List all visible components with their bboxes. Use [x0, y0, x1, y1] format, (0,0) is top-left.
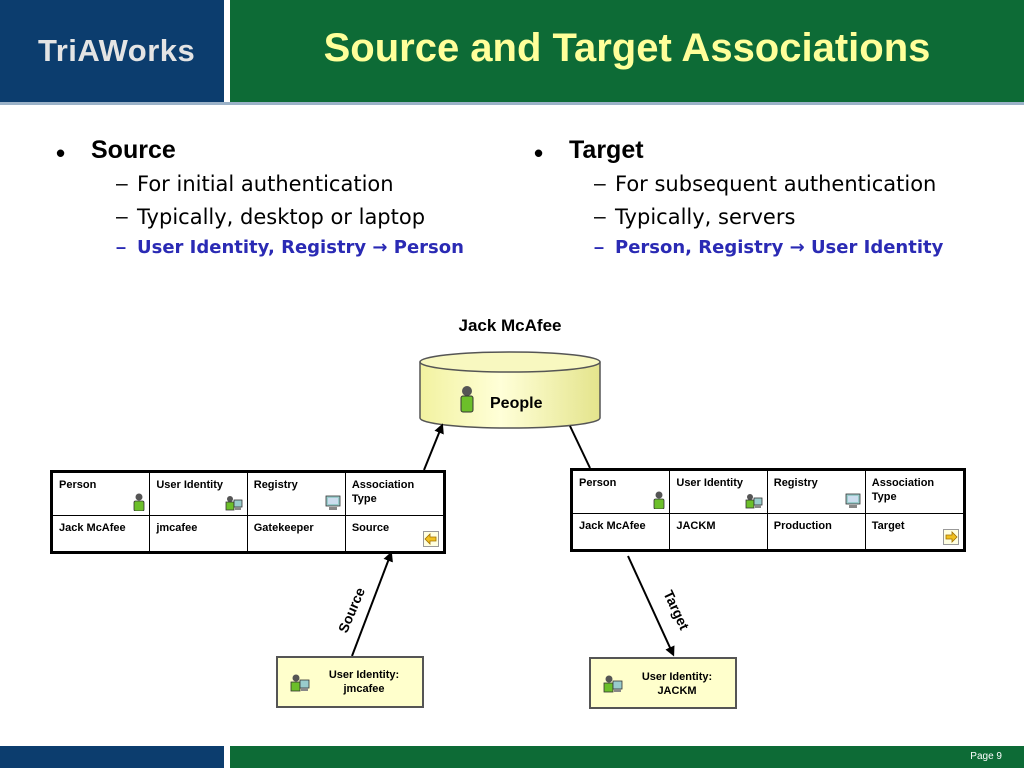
table-cell: Person	[570, 469, 671, 514]
table-cell: Registry	[766, 469, 866, 514]
table-cell: Source	[344, 515, 446, 553]
header-user-identity: User Identity	[156, 479, 223, 491]
cell-user-identity: JACKM	[669, 513, 768, 551]
source-edge	[351, 551, 393, 657]
footer-divider	[224, 746, 230, 768]
target-association-table: Person User Identity Registry Associatio…	[570, 468, 966, 552]
dash-marker: –	[116, 172, 128, 195]
person-icon	[460, 386, 474, 413]
dash-marker: –	[594, 237, 605, 257]
target-association-icon	[943, 529, 959, 545]
footer-blue-bar	[0, 746, 224, 768]
registry-icon	[325, 495, 341, 510]
person-name-label: Jack McAfee	[458, 316, 562, 335]
header-registry: Registry	[253, 479, 298, 491]
registry-icon	[845, 493, 861, 508]
source-association-icon	[423, 531, 439, 547]
source-to-people-arrow	[423, 423, 444, 471]
source-item-1: For initial authentication	[137, 172, 394, 196]
table-cell: User Identity	[669, 469, 768, 514]
header-person: Person	[579, 477, 617, 489]
target-item-1: For subsequent authentication	[615, 172, 937, 196]
target-heading: Target	[569, 136, 644, 164]
source-highlight: User Identity, Registry → Person	[137, 237, 464, 258]
source-association-table: Person User Identity Registry Associatio…	[50, 470, 446, 554]
cell-user-identity: jmcafee	[149, 515, 248, 553]
user-identity-icon	[290, 674, 310, 692]
target-highlight: Person, Registry → User Identity	[615, 237, 944, 258]
header-association-type: Association Type	[871, 477, 935, 503]
target-identity-box: User Identity: JACKM	[589, 657, 737, 709]
dash-marker: –	[116, 205, 128, 228]
table-header-row: Person User Identity Registry Associatio…	[50, 471, 446, 516]
cell-association-type: Source	[351, 522, 390, 534]
source-item-2: Typically, desktop or laptop	[137, 205, 426, 229]
source-identity-box: User Identity: jmcafee	[276, 656, 424, 708]
person-icon	[653, 491, 665, 509]
target-identity-name: JACKM	[657, 685, 697, 697]
people-to-target-line	[569, 425, 591, 469]
table-cell: Registry	[246, 471, 346, 516]
table-row: Jack McAfee JACKM Production Target	[570, 513, 966, 551]
table-cell: Target	[864, 513, 966, 551]
people-datastore	[419, 351, 601, 429]
user-identity-icon	[603, 675, 623, 693]
header-divider	[224, 0, 230, 102]
source-identity-line1: User Identity:	[328, 669, 400, 681]
bullet-marker: •	[56, 138, 66, 168]
person-icon	[133, 493, 145, 511]
header-person: Person	[59, 479, 97, 491]
source-identity-name: jmcafee	[343, 683, 385, 695]
target-identity-line1: User Identity:	[641, 671, 713, 683]
table-cell: User Identity	[149, 471, 248, 516]
cell-registry: Gatekeeper	[246, 515, 346, 553]
table-cell: Person	[50, 471, 151, 516]
people-store-label: People	[490, 395, 543, 412]
table-cell: Association Type	[864, 469, 966, 514]
dash-marker: –	[594, 205, 606, 228]
header-association-type: Association Type	[351, 479, 415, 505]
user-identity-icon	[745, 494, 763, 509]
logo-panel: TriAWorks	[0, 0, 224, 102]
table-cell: Association Type	[344, 471, 446, 516]
table-header-row: Person User Identity Registry Associatio…	[570, 469, 966, 514]
header-registry: Registry	[773, 477, 818, 489]
cell-person: Jack McAfee	[570, 513, 671, 551]
cell-person: Jack McAfee	[50, 515, 151, 553]
header-rule	[0, 102, 1024, 105]
bullet-marker: •	[534, 138, 544, 168]
slide-footer: Page 9	[0, 746, 1024, 768]
source-heading: Source	[91, 136, 176, 164]
target-edge	[627, 555, 675, 657]
footer-green-bar: Page 9	[230, 746, 1024, 768]
dash-marker: –	[594, 172, 606, 195]
slide-header: TriAWorks Source and Target Associations	[0, 0, 1024, 102]
target-item-2: Typically, servers	[615, 205, 796, 229]
cell-association-type: Target	[871, 520, 905, 532]
cell-registry: Production	[766, 513, 866, 551]
slide-title: Source and Target Associations	[323, 26, 931, 70]
title-panel: Source and Target Associations	[230, 0, 1024, 102]
table-row: Jack McAfee jmcafee Gatekeeper Source	[50, 515, 446, 553]
target-edge-label: Target	[660, 588, 692, 633]
header-user-identity: User Identity	[676, 477, 744, 489]
page-number: Page 9	[970, 751, 1002, 762]
triaworks-logo: TriAWorks	[38, 33, 196, 68]
user-identity-icon	[225, 496, 243, 511]
dash-marker: –	[116, 237, 127, 257]
